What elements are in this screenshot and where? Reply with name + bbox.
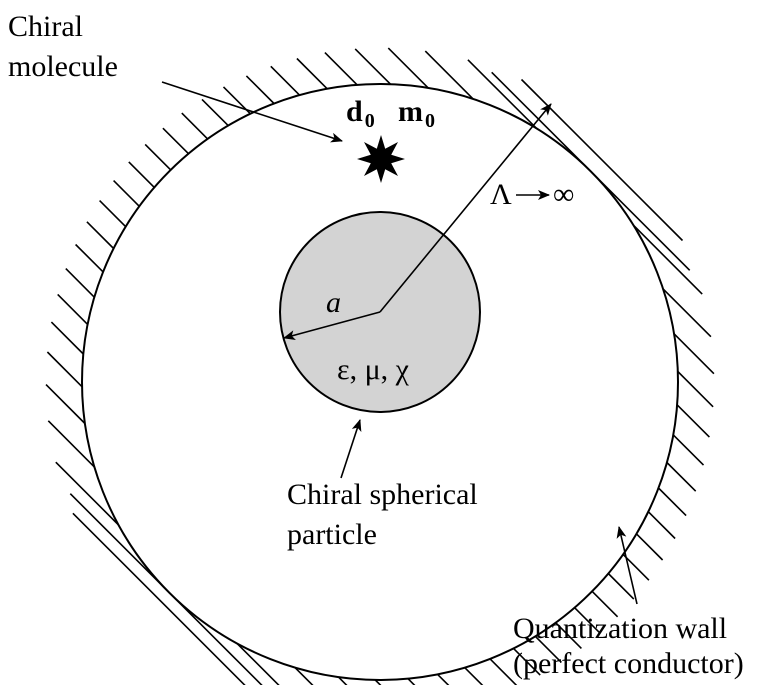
hatch-line [50,321,84,355]
molecule-star-icon [357,135,405,183]
hatch-line [424,50,474,100]
molecule-label-line2: molecule [8,50,118,83]
hatch-line [294,667,342,685]
hatch-line [128,161,155,188]
hatch-line [57,293,89,325]
lambda-symbol: Λ [490,178,512,211]
hatch-line [47,420,95,468]
wall-tangent-line [69,493,268,690]
hatch-line [407,678,441,685]
hatch-line [647,511,676,540]
hatch-line [296,57,328,90]
hatch-line [512,647,541,676]
hatch-line [633,224,703,295]
hatch-line [622,553,650,581]
hatch-line [676,404,710,438]
particle-label-line1: Chiral spherical [287,478,478,511]
particle-pointer-arrow [340,419,362,479]
radius-a-label: a [326,286,341,319]
hatch-line [534,635,562,663]
hatch-line [464,667,494,685]
hatch-line [86,221,115,250]
wall-label-line2: (perfect conductor) [513,647,744,680]
hatch-line [607,572,635,600]
hatch-line [65,268,95,298]
lambda-radius-arrow [379,103,552,313]
hatch-line [555,622,582,649]
hatch-line [181,112,209,140]
hatch-line [201,98,229,127]
hatch-line [245,75,275,105]
hatch-line [591,590,619,618]
hatch-line [45,384,86,425]
hatch-line [657,487,687,517]
hatch-line [55,461,120,526]
hatch-line [324,52,358,86]
hatch-line [99,200,127,228]
hatch-line [236,642,301,685]
wall-tangent-line [491,71,691,271]
particle-label-line2: particle [287,518,377,551]
hatch-line [574,607,601,634]
hatch-line [437,673,469,685]
hatch-line [46,351,83,388]
hatch-line [113,180,140,207]
hatch-line [337,676,378,685]
hatch-line [354,48,392,85]
hatch-line [673,333,715,375]
wall-pointer-arrow [616,526,638,605]
hatch-line [72,512,250,685]
hatch-line [672,434,705,466]
hatch-line [666,461,697,492]
hatch-line [162,127,190,155]
particle-radius-arrow [283,311,381,340]
hatch-line [635,533,664,561]
hatch-line [662,288,712,338]
hatch-line [270,65,301,96]
wall-label-line1: Quantization wall [513,612,727,645]
hatch-line [489,658,519,685]
hatch-line [387,47,429,89]
molecule-pointer-arrow [161,81,343,143]
material-params: ε, μ, χ [337,353,410,386]
infinity-symbol: ∞ [553,178,574,211]
hatch-line [144,143,172,171]
molecule-label-line1: Chiral [8,10,83,43]
hatch-line [75,243,104,273]
hatch-line [467,59,538,129]
hatch-line [677,370,714,408]
